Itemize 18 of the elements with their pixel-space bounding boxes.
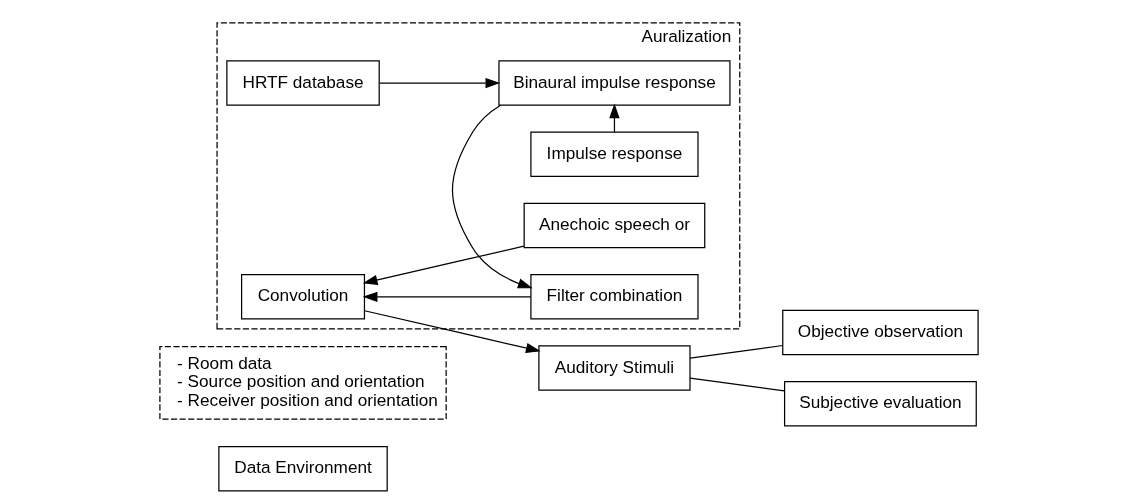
node-box: Data Environment xyxy=(218,446,388,492)
arrow xyxy=(451,104,533,289)
arrow xyxy=(378,77,501,89)
node-box: Filter combination xyxy=(530,274,699,320)
node-box: Impulse response xyxy=(530,131,699,178)
node-box: Objective observation xyxy=(782,309,979,356)
node-box: Anechoic speech or xyxy=(523,202,706,249)
connector xyxy=(689,377,785,392)
node-box: Convolution xyxy=(241,274,366,320)
node-box: - Room data - Source position and orientation - Receiver position and orientation xyxy=(159,345,447,420)
node-box: Subjective evaluation xyxy=(784,381,977,427)
node-box: Binaural impulse response xyxy=(498,60,731,106)
arrow xyxy=(363,310,541,354)
connector xyxy=(689,344,784,359)
arrow xyxy=(362,291,532,302)
node-box: HRTF database xyxy=(226,60,380,106)
node-box: Auditory Stimuli xyxy=(538,345,691,391)
arrow xyxy=(362,245,525,286)
